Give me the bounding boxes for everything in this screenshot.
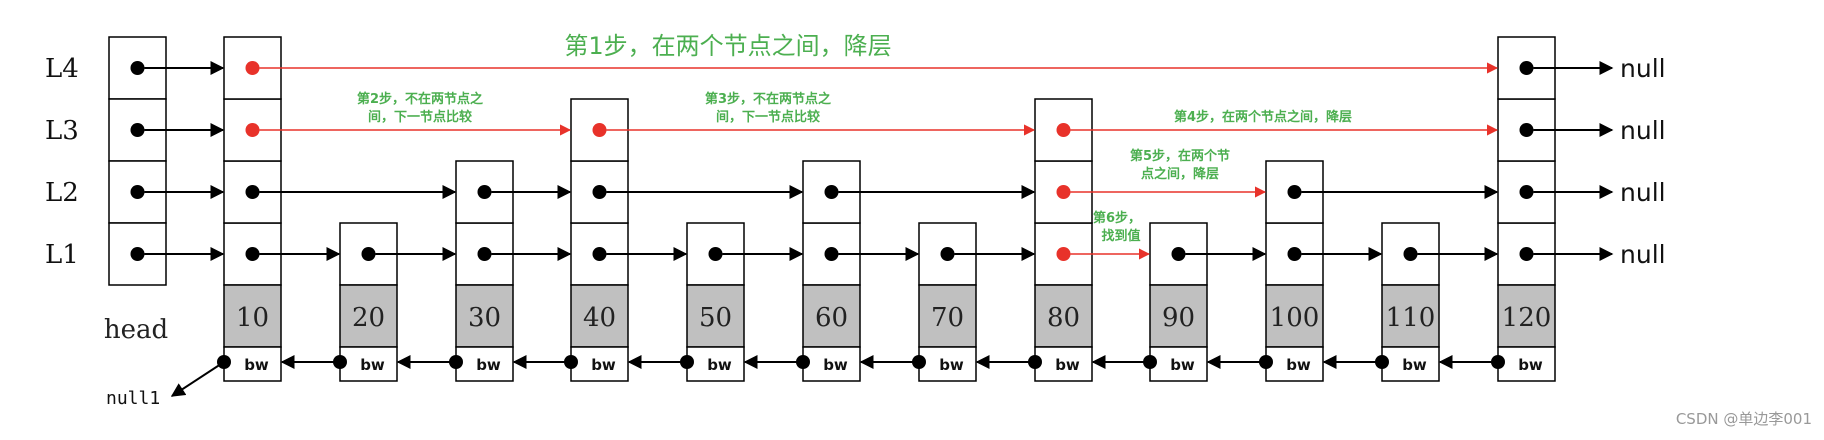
bottom-null-label: null1 (106, 388, 160, 409)
head-pointer-dot-l4 (130, 61, 145, 75)
node-50-dot-l1 (708, 247, 723, 261)
step-6-label-line1: 第6步， (1093, 210, 1141, 226)
node-30-bw-label: bw (476, 356, 501, 374)
node-70-bw-box (918, 346, 977, 382)
node-100-bw-label: bw (1286, 356, 1311, 374)
node-20-key-text: 20 (352, 303, 385, 333)
node-50-bw-label: bw (707, 356, 732, 374)
node-120-dot-l3 (1519, 123, 1534, 137)
head-pointer-dot-l3 (130, 123, 145, 137)
step-2-label-line1: 第2步，不在两节点之 (357, 91, 483, 107)
node-50-bw-box (686, 346, 745, 382)
node-10-dot-l1 (245, 247, 260, 261)
step-5-label-line1: 第5步，在两个节 (1130, 148, 1230, 164)
node-60-dot-l1 (824, 247, 839, 261)
step-3-label-line1: 第3步，不在两节点之 (705, 91, 831, 107)
node-40-dot-l3 (592, 123, 607, 137)
node-100-key-text: 100 (1270, 303, 1320, 333)
node-20-bw-label: bw (360, 356, 385, 374)
node-70-key-box (918, 284, 977, 348)
node-80-bw-label: bw (1055, 356, 1080, 374)
node-120-bw-box (1497, 346, 1556, 382)
node-30-key-text: 30 (468, 303, 501, 333)
node-110-dot-l1 (1403, 247, 1418, 261)
node-90-dot-l1 (1171, 247, 1186, 261)
node-60-bw-box (802, 346, 861, 382)
node-60-bw-label: bw (823, 356, 848, 374)
null-label-l1: null (1620, 240, 1666, 269)
node-120-dot-l4 (1519, 61, 1534, 75)
node-100-dot-l1 (1287, 247, 1302, 261)
node-30-key-box (455, 284, 514, 348)
step-4-label: 第4步，在两个节点之间，降层 (1174, 109, 1352, 125)
node-120-dot-l1 (1519, 247, 1534, 261)
null-label-l4: null (1620, 54, 1666, 83)
node-10-dot-l2 (245, 185, 260, 199)
level-label-l1: L1 (45, 240, 79, 270)
node-30-dot-l1 (477, 247, 492, 261)
node-120-bw-label: bw (1518, 356, 1543, 374)
node-50-key-box (686, 284, 745, 348)
node-40-bw-label: bw (591, 356, 616, 374)
node-80-key-text: 80 (1047, 303, 1080, 333)
node-80-dot-l1 (1056, 247, 1071, 261)
node-80-bw-box (1034, 346, 1093, 382)
step-5-label-line2: 点之间，降层 (1141, 166, 1219, 182)
node-60-key-box (802, 284, 861, 348)
node-110-key-text: 110 (1386, 303, 1436, 333)
head-pointer-dot-l1 (130, 247, 145, 261)
node-80-key-box (1034, 284, 1093, 348)
watermark: CSDN @单边李001 (1676, 410, 1812, 428)
node-10-dot-l4 (245, 61, 260, 75)
node-30-bw-box (455, 346, 514, 382)
node-90-key-text: 90 (1162, 303, 1195, 333)
level-label-l3: L3 (45, 116, 79, 146)
level-label-l2: L2 (45, 178, 79, 208)
node-90-key-box (1149, 284, 1208, 348)
node-60-key-text: 60 (815, 303, 848, 333)
node-10-bw-box (223, 346, 282, 382)
node-10-key-box (223, 284, 282, 348)
step-3-label-line2: 间，下一节点比较 (716, 109, 820, 125)
node-70-bw-label: bw (939, 356, 964, 374)
node-100-dot-l2 (1287, 185, 1302, 199)
node-120-key-text: 120 (1502, 303, 1552, 333)
step-1-label: 第1步，在两个节点之间，降层 (564, 32, 891, 60)
node-110-key-box (1381, 284, 1440, 348)
level-label-l4: L4 (45, 54, 79, 84)
node-40-dot-l1 (592, 247, 607, 261)
node-80-dot-l2 (1056, 185, 1071, 199)
node-10-dot-l3 (245, 123, 260, 137)
node-40-key-text: 40 (583, 303, 616, 333)
node-10-key-text: 10 (236, 303, 269, 333)
node-70-key-text: 70 (931, 303, 964, 333)
node-70-dot-l1 (940, 247, 955, 261)
node-10-bw-label: bw (244, 356, 269, 374)
head-pointer-dot-l2 (130, 185, 145, 199)
node-20-dot-l1 (361, 247, 376, 261)
node-50-key-text: 50 (699, 303, 732, 333)
node-120-key-box (1497, 284, 1556, 348)
node-110-bw-label: bw (1402, 356, 1427, 374)
step-6-label-line2: 找到值 (1101, 228, 1140, 244)
null-label-l2: null (1620, 178, 1666, 207)
node-40-key-box (570, 284, 629, 348)
backward-null-arrow (170, 361, 225, 397)
node-120-dot-l2 (1519, 185, 1534, 199)
step-2-label-line2: 间，下一节点比较 (368, 109, 472, 125)
node-60-dot-l2 (824, 185, 839, 199)
null-label-l3: null (1620, 116, 1666, 145)
node-90-bw-label: bw (1170, 356, 1195, 374)
node-80-dot-l3 (1056, 123, 1071, 137)
node-40-dot-l2 (592, 185, 607, 199)
node-30-dot-l2 (477, 185, 492, 199)
head-label: head (104, 315, 168, 345)
node-100-bw-box (1265, 346, 1324, 382)
